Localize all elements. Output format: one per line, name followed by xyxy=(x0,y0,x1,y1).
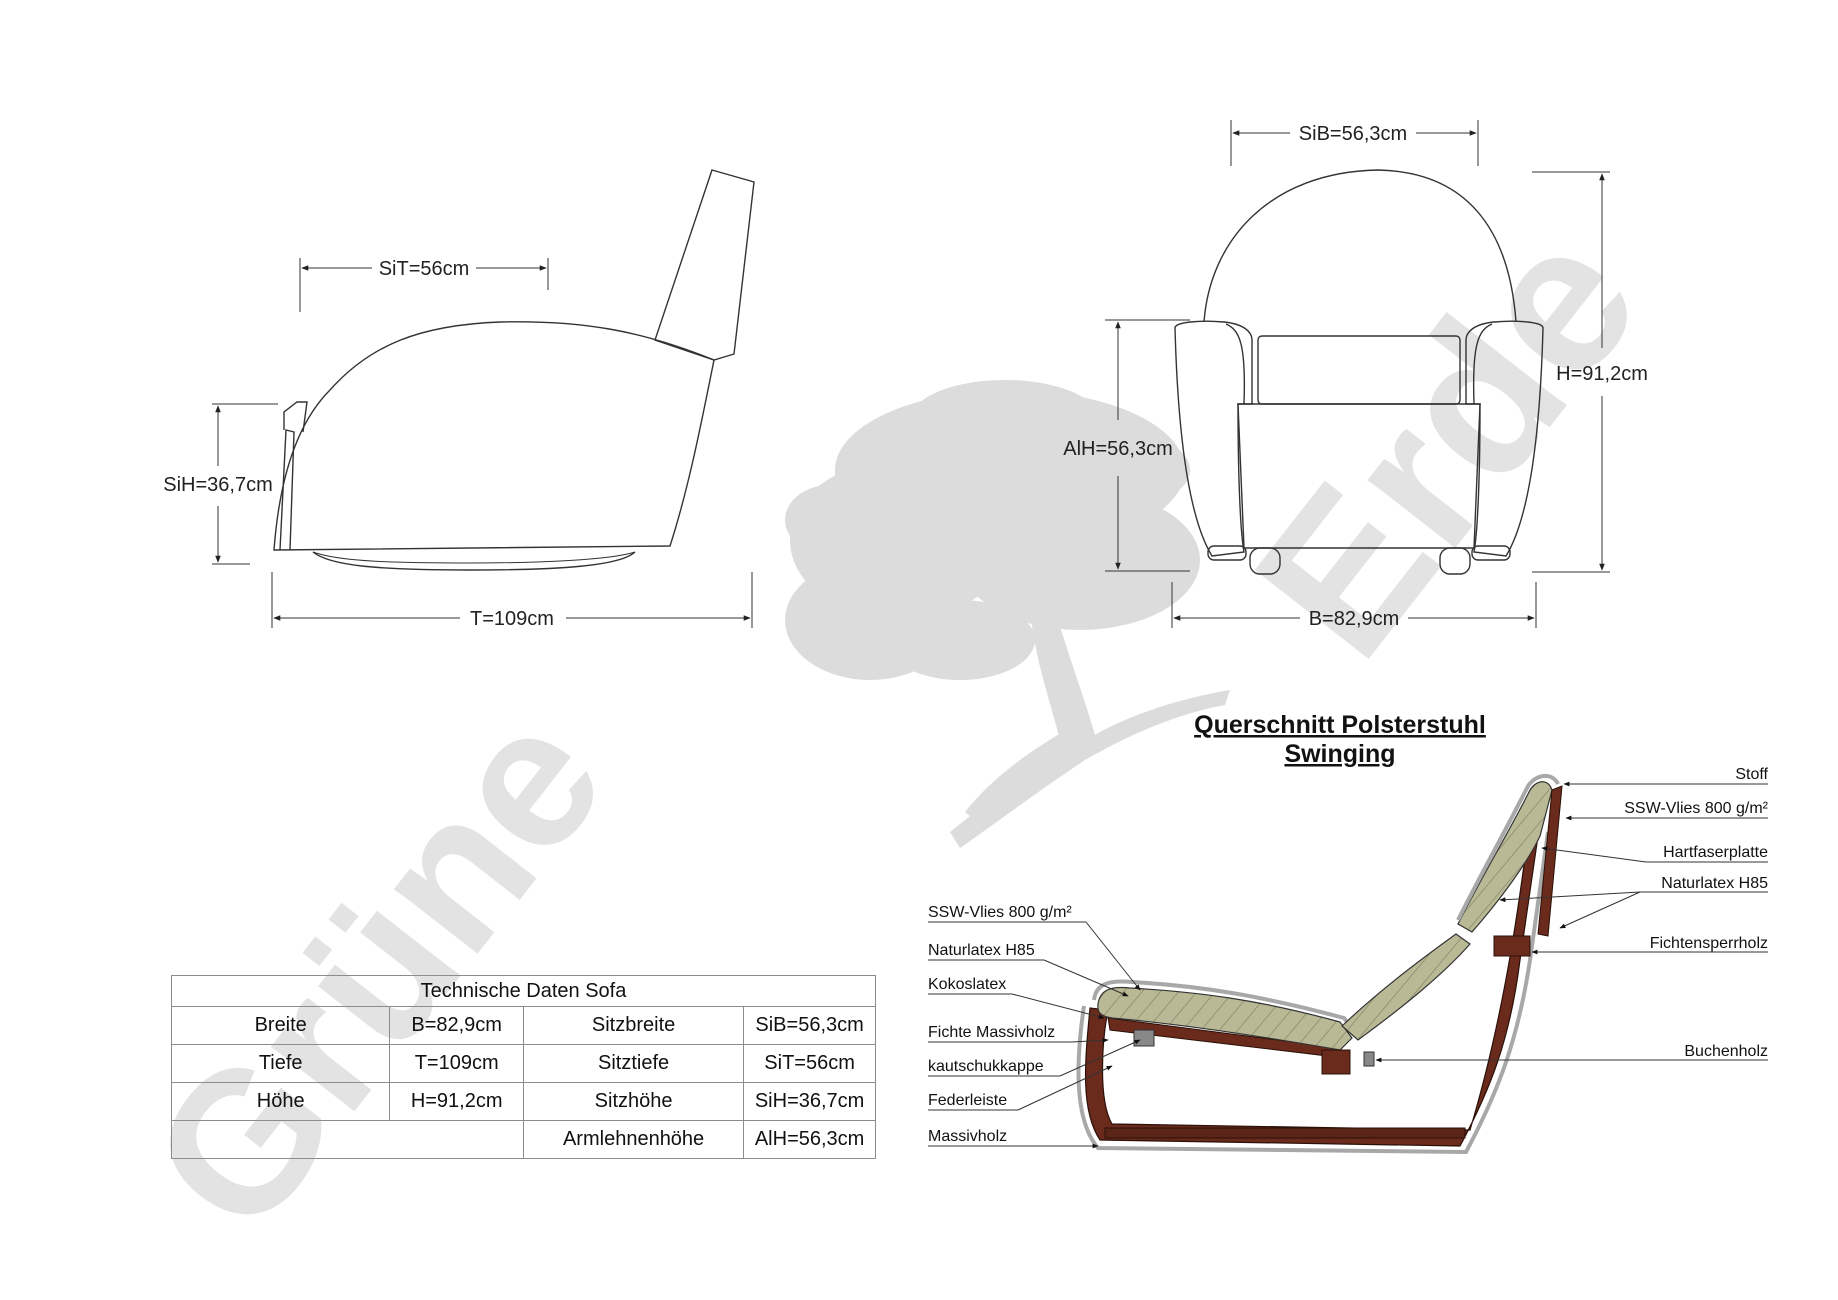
front-view-dimensions xyxy=(1105,120,1610,628)
table-cell: SiB=56,3cm xyxy=(743,1006,876,1045)
label-hartfaserplatte: Hartfaserplatte xyxy=(1663,844,1768,861)
seat-depth-label: SiT=56cm xyxy=(379,258,470,280)
side-view-dimensions xyxy=(212,258,753,628)
table-cell: H=91,2cm xyxy=(389,1082,524,1121)
table-row: Breite B=82,9cm Sitzbreite SiB=56,3cm xyxy=(170,1006,876,1045)
height-label: H=91,2cm xyxy=(1556,363,1648,385)
table-cell: Armlehnenhöhe xyxy=(522,1120,745,1159)
label-ssw-vlies-left: SSW-Vlies 800 g/m² xyxy=(928,904,1072,921)
total-depth-label: T=109cm xyxy=(470,608,554,630)
spec-table: Technische Daten Sofa Breite B=82,9cm Si… xyxy=(170,975,876,1159)
front-view-drawing xyxy=(1174,169,1544,575)
table-cell: B=82,9cm xyxy=(389,1006,524,1045)
label-fichtensperrholz: Fichtensperrholz xyxy=(1650,935,1768,952)
label-massivholz: Massivholz xyxy=(928,1128,1007,1145)
armrest-height-label: AlH=56,3cm xyxy=(1063,438,1173,460)
table-row: Armlehnenhöhe AlH=56,3cm xyxy=(171,1120,876,1159)
table-cell: Sitzhöhe xyxy=(522,1082,745,1121)
table-cell-empty xyxy=(171,1120,524,1159)
label-kautschukkappe: kautschukkappe xyxy=(928,1058,1044,1075)
table-row: Tiefe T=109cm Sitztiefe SiT=56cm xyxy=(170,1044,876,1083)
spec-table-title: Technische Daten Sofa xyxy=(171,975,876,1007)
watermark-word-2: Erde xyxy=(1210,185,1683,698)
table-cell: SiT=56cm xyxy=(743,1044,876,1083)
width-label: B=82,9cm xyxy=(1309,608,1400,630)
seat-width-label: SiB=56,3cm xyxy=(1299,123,1407,145)
cross-section-drawing xyxy=(1076,774,1563,1155)
table-cell: Sitztiefe xyxy=(522,1044,745,1083)
table-cell: Höhe xyxy=(170,1082,391,1121)
label-naturlatex-left: Naturlatex H85 xyxy=(928,942,1035,959)
label-federleiste: Federleiste xyxy=(928,1092,1007,1109)
table-cell: Sitzbreite xyxy=(522,1006,745,1045)
label-naturlatex-right: Naturlatex H85 xyxy=(1661,875,1768,892)
cross-section-leaders xyxy=(928,781,1768,1149)
label-stoff: Stoff xyxy=(1735,766,1768,783)
label-buchenholz: Buchenholz xyxy=(1684,1043,1768,1060)
table-cell: Tiefe xyxy=(170,1044,391,1083)
table-cell: T=109cm xyxy=(389,1044,524,1083)
watermark-word-1: Grüne xyxy=(108,670,646,1271)
table-cell: SiH=36,7cm xyxy=(743,1082,876,1121)
side-view-drawing xyxy=(273,169,755,571)
label-kokoslatex: Kokoslatex xyxy=(928,976,1006,993)
cross-section-title-2: Swinging xyxy=(1284,740,1395,768)
label-fichte-massivholz: Fichte Massivholz xyxy=(928,1024,1055,1041)
label-ssw-vlies-right: SSW-Vlies 800 g/m² xyxy=(1624,800,1768,817)
tree-logo-icon xyxy=(785,380,1230,848)
table-cell: Breite xyxy=(170,1006,391,1045)
table-cell: AlH=56,3cm xyxy=(743,1120,876,1159)
cross-section-title-1: Querschnitt Polsterstuhl xyxy=(1194,711,1486,739)
seat-height-label: SiH=36,7cm xyxy=(163,474,273,496)
table-row: Höhe H=91,2cm Sitzhöhe SiH=36,7cm xyxy=(170,1082,876,1121)
